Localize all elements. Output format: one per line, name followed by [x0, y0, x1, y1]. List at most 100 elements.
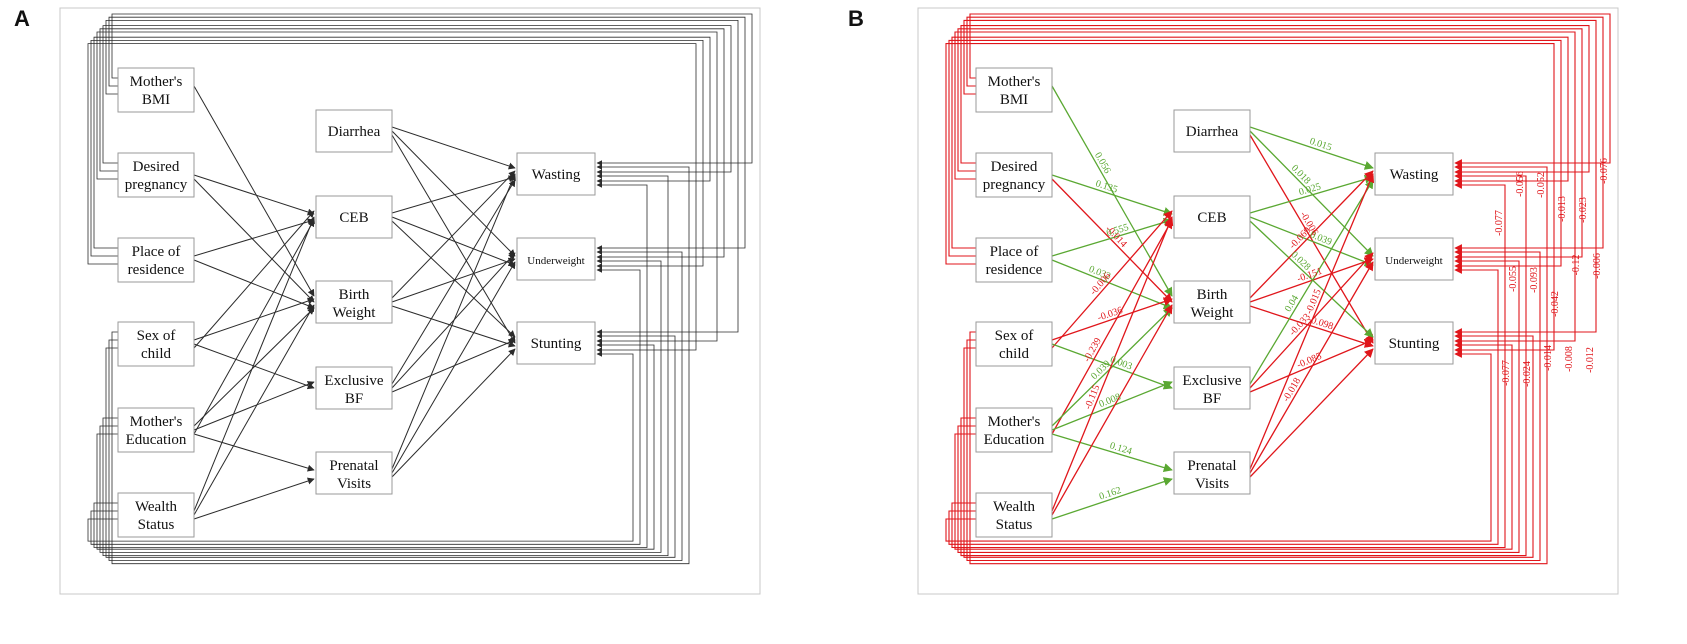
node-label: CEB [339, 210, 368, 226]
routed-effect-path [966, 16, 1604, 252]
routed-effect-path [105, 333, 676, 558]
node-label: Desired [991, 159, 1038, 175]
coefficient-label: -0.036 [1096, 305, 1124, 324]
node-label: CEB [1197, 210, 1226, 226]
path-arrow [1051, 85, 1173, 297]
coefficient-label: -0.018 [1281, 376, 1304, 404]
path-arrow [1051, 307, 1173, 427]
node-desired: Desired pregnancy [975, 152, 1053, 198]
node-label: Visits [337, 476, 371, 492]
direct-coefficient-label: -0.052 [1536, 172, 1547, 198]
path-arrow [1051, 210, 1173, 349]
path-arrow [1051, 380, 1173, 431]
node-diarrhea: Diarrhea [1173, 109, 1251, 153]
node-label: Diarrhea [328, 124, 381, 140]
direct-coefficient-label: -0.12 [1571, 255, 1582, 276]
path-arrow [391, 261, 516, 474]
path-arrow [1051, 304, 1173, 516]
node-label: Sex of [995, 328, 1034, 344]
coefficient-label: -0.085 [1295, 351, 1323, 371]
path-arrow [193, 343, 315, 390]
node-label: Prenatal [329, 458, 378, 474]
path-arrow [1051, 343, 1173, 390]
panel-b-letter: B [848, 6, 864, 31]
direct-coefficient-label: -0.013 [1557, 196, 1568, 222]
path-arrow [391, 173, 516, 470]
node-label: Stunting [531, 336, 582, 352]
direct-effect-paths [87, 13, 753, 565]
path-arrow [193, 304, 315, 516]
routed-effect-path [93, 182, 648, 548]
direct-coefficient-label: -0.008 [1564, 346, 1575, 372]
coefficient-label: -0.015 [1304, 288, 1324, 316]
path-arrow [1051, 178, 1173, 303]
path-arrow [391, 134, 516, 344]
routed-effect-path [957, 257, 1520, 553]
routed-effect-path [108, 16, 746, 251]
path-arrow [1249, 305, 1374, 348]
path-arrow [1249, 257, 1374, 303]
routed-effect-path [951, 36, 1569, 249]
node-label: Exclusive [324, 373, 383, 389]
direct-coefficient-label: -0.055 [1508, 266, 1519, 292]
path-arrow [391, 130, 516, 257]
path-arrow [391, 216, 516, 266]
node-wasting: Wasting [516, 152, 596, 196]
path-arrow [1249, 179, 1374, 385]
node-label: Status [996, 517, 1033, 533]
routed-effect-path [945, 350, 1492, 542]
path-arrow [193, 381, 315, 431]
path-arrow [1249, 348, 1374, 478]
routed-effect-path [99, 258, 662, 553]
node-label: Birth [339, 287, 370, 303]
path-arrow [391, 305, 516, 348]
node-label: Birth [1197, 287, 1228, 303]
direct-coefficient-label: -0.023 [1578, 197, 1589, 223]
path-arrow [1051, 259, 1173, 310]
node-ceb: CEB [1173, 195, 1251, 239]
path-arrow [193, 297, 315, 341]
routed-effect-path [945, 43, 1555, 354]
path-arrow [1051, 217, 1173, 257]
routed-effect-path [96, 342, 655, 550]
node-underweight: Underweight [516, 237, 596, 281]
path-arrow [193, 433, 315, 472]
node-label: Prenatal [1187, 458, 1236, 474]
direct-coefficient-label: -0.014 [1543, 345, 1554, 371]
path-arrow [1249, 134, 1374, 344]
path-arrow [1051, 174, 1173, 216]
node-label: Mother's [988, 414, 1041, 430]
path-arrow [193, 216, 315, 512]
path-arrow [391, 220, 516, 338]
node-label: Place of [132, 244, 181, 260]
direct-coefficient-label: -0.077 [1494, 210, 1505, 236]
routed-effect-path [963, 332, 1534, 558]
path-arrow [1051, 433, 1173, 473]
path-arrow [391, 170, 516, 299]
routed-effect-path [954, 31, 1576, 345]
node-label: pregnancy [983, 177, 1046, 193]
routed-effect-path [960, 25, 1590, 176]
direct-coefficient-label: -0.042 [1550, 291, 1561, 317]
direct-coefficient-label: -0.093 [1529, 267, 1540, 293]
path-arrow [1249, 220, 1374, 338]
path-arrow [1249, 130, 1374, 257]
direct-coefficient-label: -0.077 [1501, 360, 1512, 386]
node-label: residence [128, 262, 185, 278]
node-label: Wasting [1390, 167, 1439, 183]
routed-effect-path [963, 19, 1597, 336]
coefficient-label: -0.239 [1082, 336, 1104, 364]
node-label: BF [1203, 391, 1221, 407]
